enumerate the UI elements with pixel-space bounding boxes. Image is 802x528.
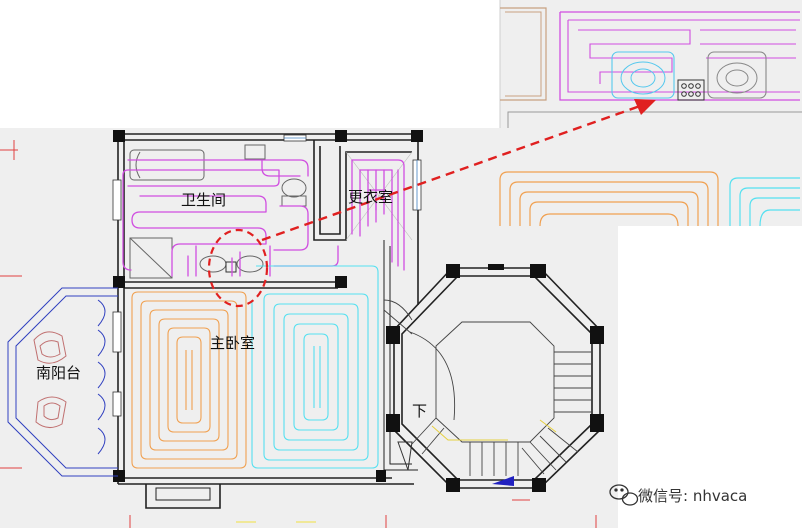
watermark-icon-spacer xyxy=(606,484,632,506)
stair-yellow-path xyxy=(431,419,557,441)
stair-down-arrow xyxy=(397,441,413,471)
wechat-logo-icon xyxy=(609,484,639,506)
watermark-text: 微信号: nhvaca xyxy=(638,486,748,505)
zoom-inset-paper xyxy=(500,0,802,128)
wechat-watermark: 微信号: nhvaca xyxy=(606,480,796,510)
reference-marks xyxy=(0,140,597,528)
room-label-dressing-room: 更衣室 xyxy=(348,188,394,206)
highlight-arrow-head xyxy=(634,99,656,115)
balcony-chairs xyxy=(33,331,67,428)
highlight-arrow-line xyxy=(261,104,641,242)
stair-tower-columns xyxy=(386,264,604,492)
stair-direction-marker xyxy=(492,476,514,486)
bedroom-heating-loop-orange xyxy=(131,291,247,469)
blank-corner xyxy=(618,226,802,528)
room-label-master-bedroom: 主卧室 xyxy=(210,334,256,352)
highlight-circle xyxy=(207,228,269,308)
bathroom-fixtures xyxy=(129,144,413,279)
wall-columns xyxy=(113,130,423,482)
stair-steps xyxy=(383,299,592,476)
bedroom-heating-loop-cyan xyxy=(251,265,379,469)
zoom-inset xyxy=(500,7,802,128)
south-balcony xyxy=(7,287,118,477)
stair-down-label: 下 xyxy=(412,402,428,420)
windows xyxy=(112,134,422,417)
bathroom-heating-loop xyxy=(122,159,405,277)
room-label-bathroom: 卫生间 xyxy=(181,191,227,209)
room-label-south-balcony: 南阳台 xyxy=(36,364,82,382)
enlarged-pipe-loops xyxy=(499,171,800,227)
